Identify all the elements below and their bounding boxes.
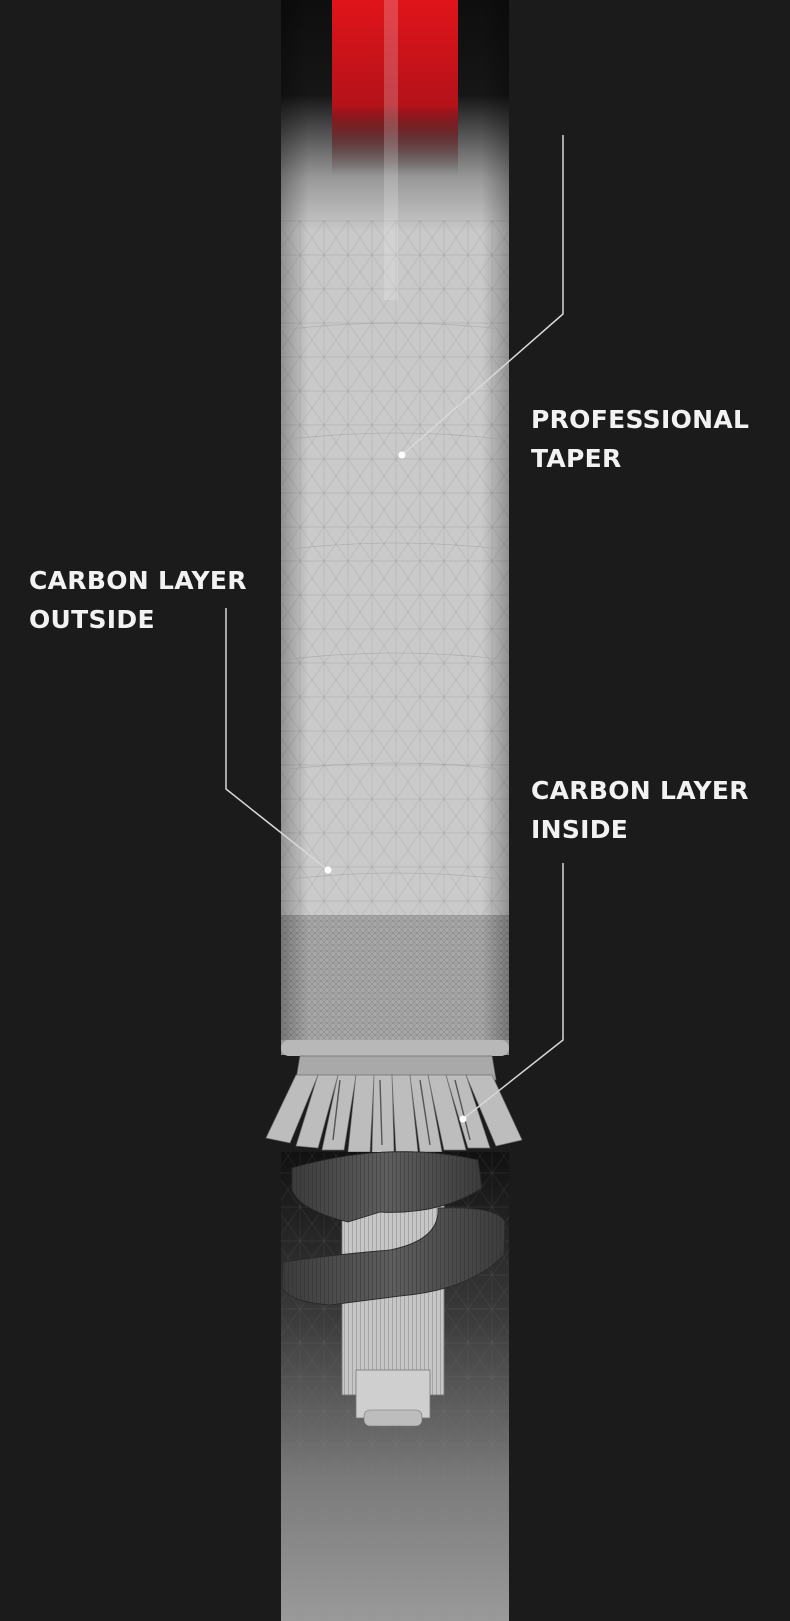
callout-line: CARBON LAYER [531, 776, 749, 805]
carbon-band [281, 915, 509, 1056]
callout-line: OUTSIDE [29, 605, 155, 634]
spiral-carbon-wrap [281, 1151, 506, 1306]
callout-line: PROFESSIONAL [531, 405, 750, 434]
callout-line: INSIDE [531, 815, 629, 844]
carbon-fiber-fringe [265, 1055, 523, 1154]
callout-line: TAPER [531, 444, 622, 473]
callout-professional-taper: PROFESSIONAL TAPER [531, 400, 749, 478]
leader-line-inside [459, 863, 564, 1123]
shaft-upper [280, 0, 510, 1055]
callout-line: CARBON LAYER [29, 566, 247, 595]
leader-line-taper [398, 135, 564, 459]
leader-line-outside [225, 608, 332, 874]
inner-core [341, 1184, 445, 1427]
callout-carbon-layer-outside: CARBON LAYER OUTSIDE [29, 561, 247, 639]
callout-carbon-layer-inside: CARBON LAYER INSIDE [531, 771, 749, 849]
shaft-tip-red [332, 0, 458, 300]
